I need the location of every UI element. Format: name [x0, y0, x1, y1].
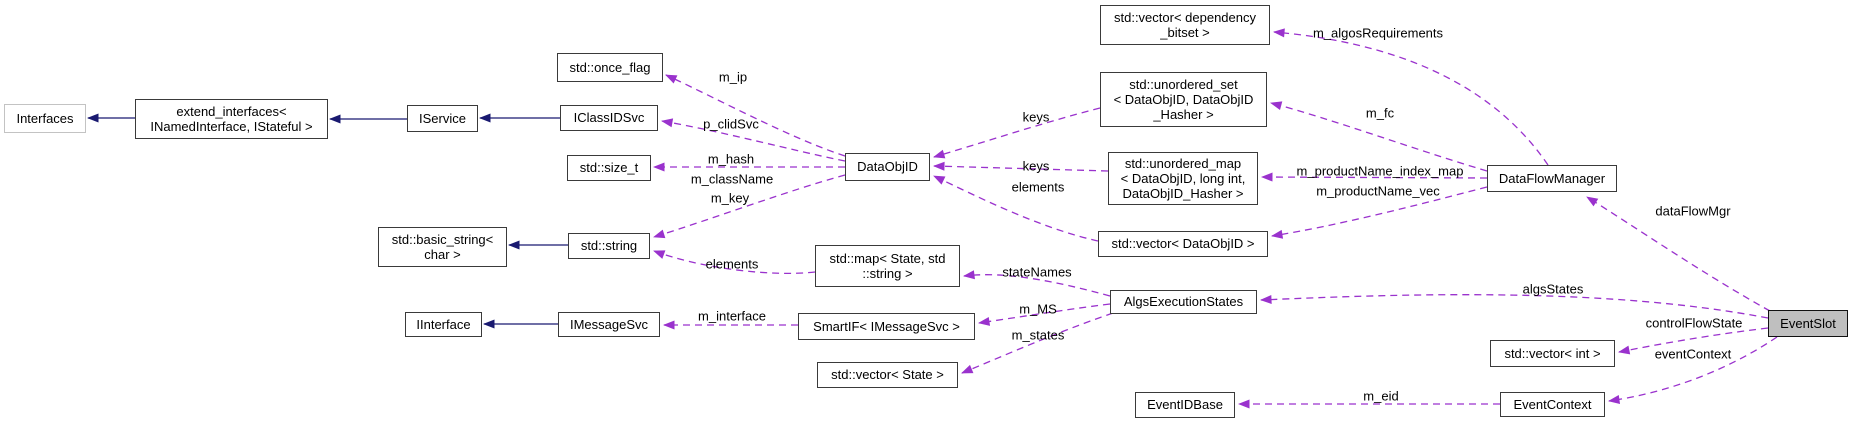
- edge-label-elements-map: elements: [705, 256, 759, 272]
- edge-label-elements-vector: elements: [1011, 179, 1065, 195]
- edge-dataflowmanager-to-vector-dataobjid: [1271, 186, 1488, 239]
- edge-label-p-clidsvc: p_clidSvc: [703, 116, 759, 132]
- node-dataflowmanager[interactable]: DataFlowManager: [1487, 165, 1617, 192]
- edge-vector-dataobjid-to-dataobjid: [933, 175, 1099, 242]
- node-iservice[interactable]: IService: [407, 105, 478, 132]
- edge-algsexecutionstates-to-vector-state: [961, 312, 1114, 374]
- edge-label-eventcontext: eventContext: [1654, 346, 1732, 362]
- edge-dataflowmanager-to-unordered-map: [1261, 172, 1488, 182]
- edge-dataobjid-to-once-flag: [665, 74, 846, 157]
- edge-dataobjid-to-string: [653, 174, 846, 239]
- edge-label-dataflowmgr: dataFlowMgr: [1655, 203, 1731, 219]
- node-eventcontext[interactable]: EventContext: [1500, 392, 1605, 417]
- edge-label-m-interface: m_interface: [698, 308, 766, 324]
- edge-label-m-hash: m_hash: [707, 151, 755, 167]
- edge-label-m-productname-index-map: m_productName_index_map: [1296, 163, 1464, 179]
- edge-dataflowmanager-to-vector-bitset: [1273, 28, 1549, 166]
- edge-label-m-productname-vec: m_productName_vec: [1316, 183, 1440, 199]
- edge-eventslot-to-dataflowmanager: [1586, 196, 1771, 312]
- node-algsexecutionstates[interactable]: AlgsExecutionStates: [1110, 290, 1257, 314]
- edge-dataobjid-to-iclassidsvc: [661, 118, 846, 162]
- node-eventslot: EventSlot: [1768, 310, 1848, 337]
- node-std-vector-int[interactable]: std::vector< int >: [1490, 340, 1615, 367]
- edge-algsexecutionstates-to-map: [963, 270, 1111, 297]
- node-std-map-state-string[interactable]: std::map< State, std ::string >: [815, 245, 960, 287]
- edge-map-to-string: [653, 250, 816, 274]
- node-iclassidsvc[interactable]: IClassIDSvc: [560, 105, 658, 131]
- edge-eventslot-to-eventcontext: [1608, 336, 1778, 404]
- edge-label-m-key: m_key: [710, 190, 750, 206]
- edge-label-m-classname: m_className: [690, 171, 774, 187]
- edge-label-m-algosrequirements: m_algosRequirements: [1312, 25, 1444, 41]
- node-smartif-imessagesvc[interactable]: SmartIF< IMessageSvc >: [798, 313, 975, 340]
- edge-label-keys-map: keys: [1022, 158, 1050, 174]
- node-std-vector-dataobjid[interactable]: std::vector< DataObjID >: [1098, 231, 1268, 257]
- node-eventidbase[interactable]: EventIDBase: [1135, 392, 1235, 418]
- node-std-unordered-set[interactable]: std::unordered_set < DataObjID, DataObjI…: [1100, 72, 1267, 127]
- edge-unordered-set-to-dataobjid: [933, 107, 1101, 159]
- node-interfaces: Interfaces: [4, 104, 86, 133]
- node-std-string[interactable]: std::string: [568, 233, 650, 259]
- edge-label-m-fc: m_fc: [1365, 105, 1395, 121]
- edge-label-m-eid: m_eid: [1363, 388, 1399, 404]
- edge-label-m-states: m_states: [1011, 327, 1065, 343]
- node-std-unordered-map[interactable]: std::unordered_map < DataObjID, long int…: [1108, 152, 1258, 205]
- node-std-vector-state[interactable]: std::vector< State >: [817, 362, 958, 388]
- node-extend-interfaces[interactable]: extend_interfaces< INamedInterface, ISta…: [135, 99, 328, 139]
- node-std-vector-dependency-bitset[interactable]: std::vector< dependency _bitset >: [1100, 5, 1270, 45]
- node-iinterface[interactable]: IInterface: [405, 312, 482, 337]
- edge-label-keys-set: keys: [1022, 109, 1050, 125]
- edge-dataflowmanager-to-unordered-set: [1270, 101, 1488, 172]
- node-dataobjid[interactable]: DataObjID: [845, 153, 930, 181]
- edge-eventslot-to-algsexecutionstates: [1260, 294, 1769, 319]
- edge-label-algsstates: algsStates: [1522, 281, 1584, 297]
- edge-eventslot-to-vector-int: [1618, 327, 1769, 355]
- node-imessagesvc[interactable]: IMessageSvc: [558, 312, 660, 337]
- edge-label-controlflowstate: controlFlowState: [1645, 315, 1743, 331]
- edge-label-m-ip: m_ip: [718, 69, 748, 85]
- node-std-size-t[interactable]: std::size_t: [567, 155, 651, 181]
- node-std-once-flag[interactable]: std::once_flag: [557, 53, 663, 82]
- edge-algsexecutionstates-to-smartif: [978, 303, 1111, 326]
- node-std-basic-string[interactable]: std::basic_string< char >: [378, 227, 507, 267]
- edge-label-statenames: stateNames: [1002, 264, 1072, 280]
- edge-unordered-map-to-dataobjid: [933, 161, 1109, 172]
- edge-label-m-ms: m_MS: [1019, 301, 1057, 317]
